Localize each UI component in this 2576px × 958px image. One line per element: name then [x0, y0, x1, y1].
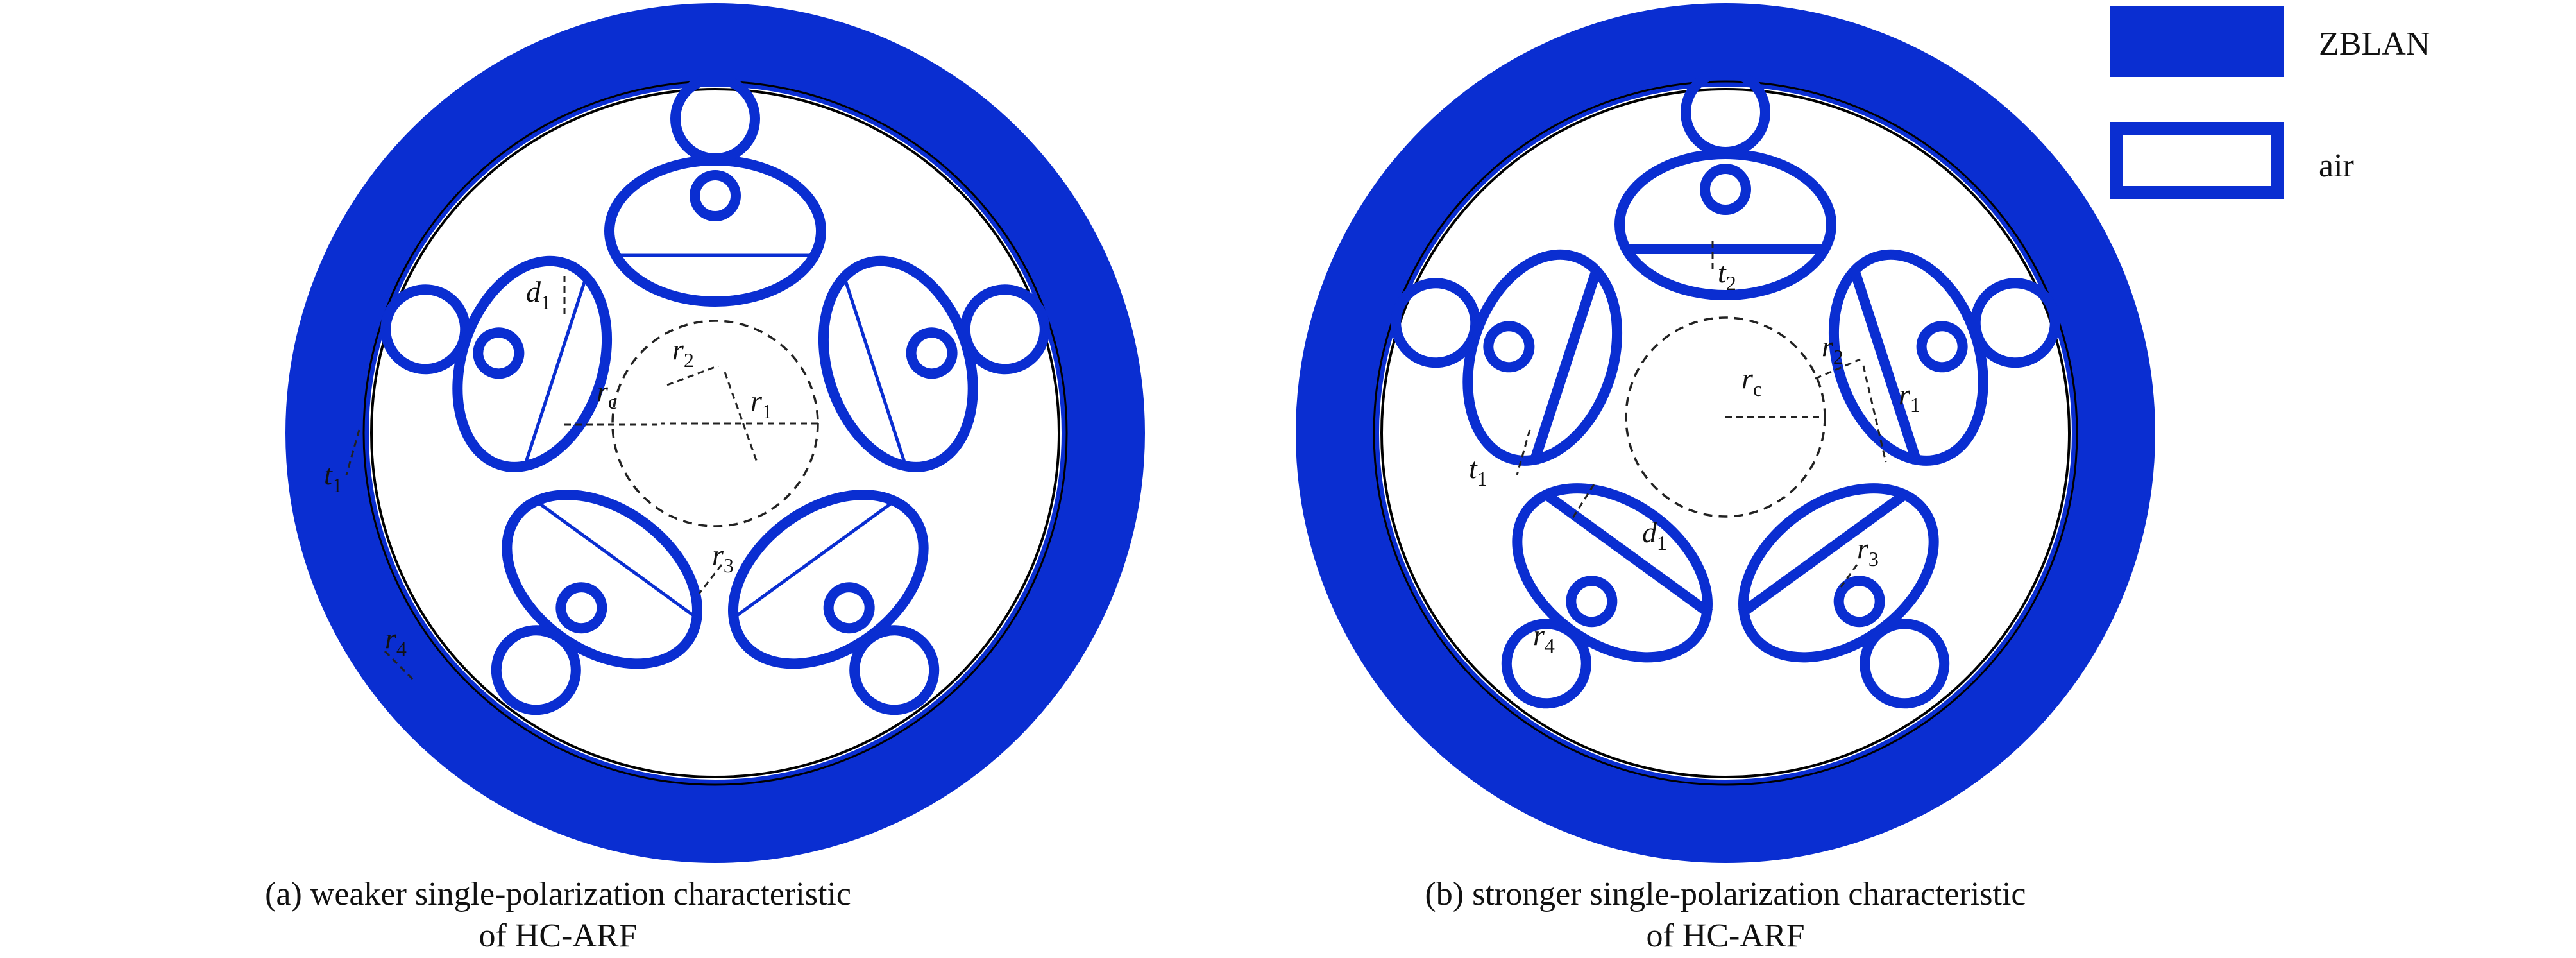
capillary-units-b [1391, 67, 2060, 709]
fiber-a-ellipse-capillary [502, 490, 702, 669]
fiber-a-ellipse-divider [532, 497, 700, 622]
legend-swatch-air [2110, 122, 2284, 199]
fiber-b-ellipse-divider [1738, 488, 1911, 618]
label-r2-b: r2 [1822, 330, 1843, 368]
label-r3-a: r3 [712, 538, 734, 577]
fiber-b-ellipse-divider [1849, 266, 1922, 465]
figure-b: t2 r2 r1 rc t1 d1 r3 r4 (b) stronger sin… [1296, 3, 2155, 954]
fiber-a-ellipse-capillary [728, 490, 929, 669]
fiber-a-unit-2 [818, 255, 1050, 472]
jacket-ring-b [1296, 3, 2155, 863]
fiber-b-ellipse-divider [1529, 266, 1602, 465]
label-rc-b: rc [1741, 362, 1762, 400]
fiber-a-small-tube [906, 327, 958, 379]
fiber-a-outer-tube [960, 284, 1050, 375]
label-r4-b: r4 [1533, 619, 1555, 657]
label-d1-b: d1 [1642, 516, 1667, 554]
fiber-a-unit-1 [604, 74, 826, 307]
fiber-b-small-tube [1483, 321, 1535, 373]
jacket-ring-a [285, 3, 1145, 863]
fiber-a-outer-tube [380, 284, 471, 375]
legend-label-air: air [2319, 148, 2354, 184]
fiber-b-small-tube [1916, 321, 1968, 373]
fiber-a-ellipse-divider [522, 273, 589, 470]
caption-a-line2: of HC-ARF [479, 918, 637, 954]
label-r1-a: r1 [750, 384, 772, 423]
fiber-b-ellipse-capillary [1512, 483, 1713, 663]
fiber-b-unit-5 [1391, 249, 1623, 466]
fiber-a-unit-4 [491, 490, 702, 715]
fiber-b-unit-3 [1738, 483, 1950, 709]
fiber-b-ellipse-divider [1540, 488, 1713, 618]
fiber-b-unit-1 [1614, 67, 1836, 300]
label-r2-a: r2 [672, 333, 694, 372]
caption-b-line1: (b) stronger single-polarization charact… [1425, 876, 2026, 912]
fiber-a-outer-tube [491, 625, 581, 715]
jacket-inner-edge-b [1373, 80, 2078, 786]
legend: ZBLAN air [2110, 6, 2430, 199]
caption-a-line1: (a) weaker single-polarization character… [265, 876, 851, 912]
fiber-b-small-tube [1700, 164, 1751, 215]
legend-swatch-zblan [2110, 6, 2284, 77]
label-d1-a: d1 [526, 275, 551, 314]
fiber-a-small-tube [690, 170, 741, 221]
fiber-a-small-tube [555, 582, 607, 634]
figure-a: d1 r2 r1 rc t1 r3 r4 (a) weaker single-p… [265, 3, 1145, 954]
jacket-inner-line-a [370, 88, 1060, 778]
label-r1-b: r1 [1899, 378, 1920, 416]
fiber-a-outer-tube [849, 625, 940, 715]
fiber-b-outer-tube [1970, 278, 2060, 368]
caption-b-line2: of HC-ARF [1646, 918, 1804, 954]
dimension-marks-a [345, 276, 818, 681]
fiber-b-outer-tube [1391, 278, 1481, 368]
capillary-units-a [380, 74, 1050, 715]
fiber-a-outer-tube [670, 74, 760, 164]
legend-label-zblan: ZBLAN [2319, 26, 2430, 62]
fiber-a-ellipse-divider [730, 497, 898, 622]
fiber-a-ellipse-capillary [604, 155, 826, 307]
fiber-b-outer-tube [1501, 619, 1591, 709]
label-rc-a: rc [597, 375, 617, 413]
fiber-b-outer-tube [1860, 619, 1950, 709]
fiber-b-ellipse-capillary [1738, 483, 1939, 663]
label-r4-a: r4 [385, 622, 407, 660]
fiber-b-unit-4 [1501, 483, 1713, 709]
label-t1-b: t1 [1469, 452, 1487, 490]
fiber-b-outer-tube [1681, 67, 1770, 157]
fiber-a-unit-5 [380, 255, 613, 472]
core-circle-b [1625, 316, 1826, 518]
fiber-a-unit-3 [728, 490, 940, 715]
label-t1-a: t1 [324, 458, 343, 497]
fiber-b-small-tube [1566, 576, 1618, 628]
label-t2-b: t2 [1718, 256, 1736, 295]
fiber-b-small-tube [1833, 576, 1885, 628]
fiber-b-unit-2 [1828, 249, 2060, 466]
fiber-a-small-tube [823, 582, 875, 634]
label-r3-b: r3 [1857, 532, 1879, 570]
dimension-marks-b [1516, 237, 1887, 588]
fiber-a-small-tube [473, 327, 525, 379]
jacket-inner-line-b [1380, 88, 2071, 778]
fiber-a-ellipse-divider [842, 273, 908, 470]
fiber-a-ellipse-capillary [818, 255, 978, 472]
